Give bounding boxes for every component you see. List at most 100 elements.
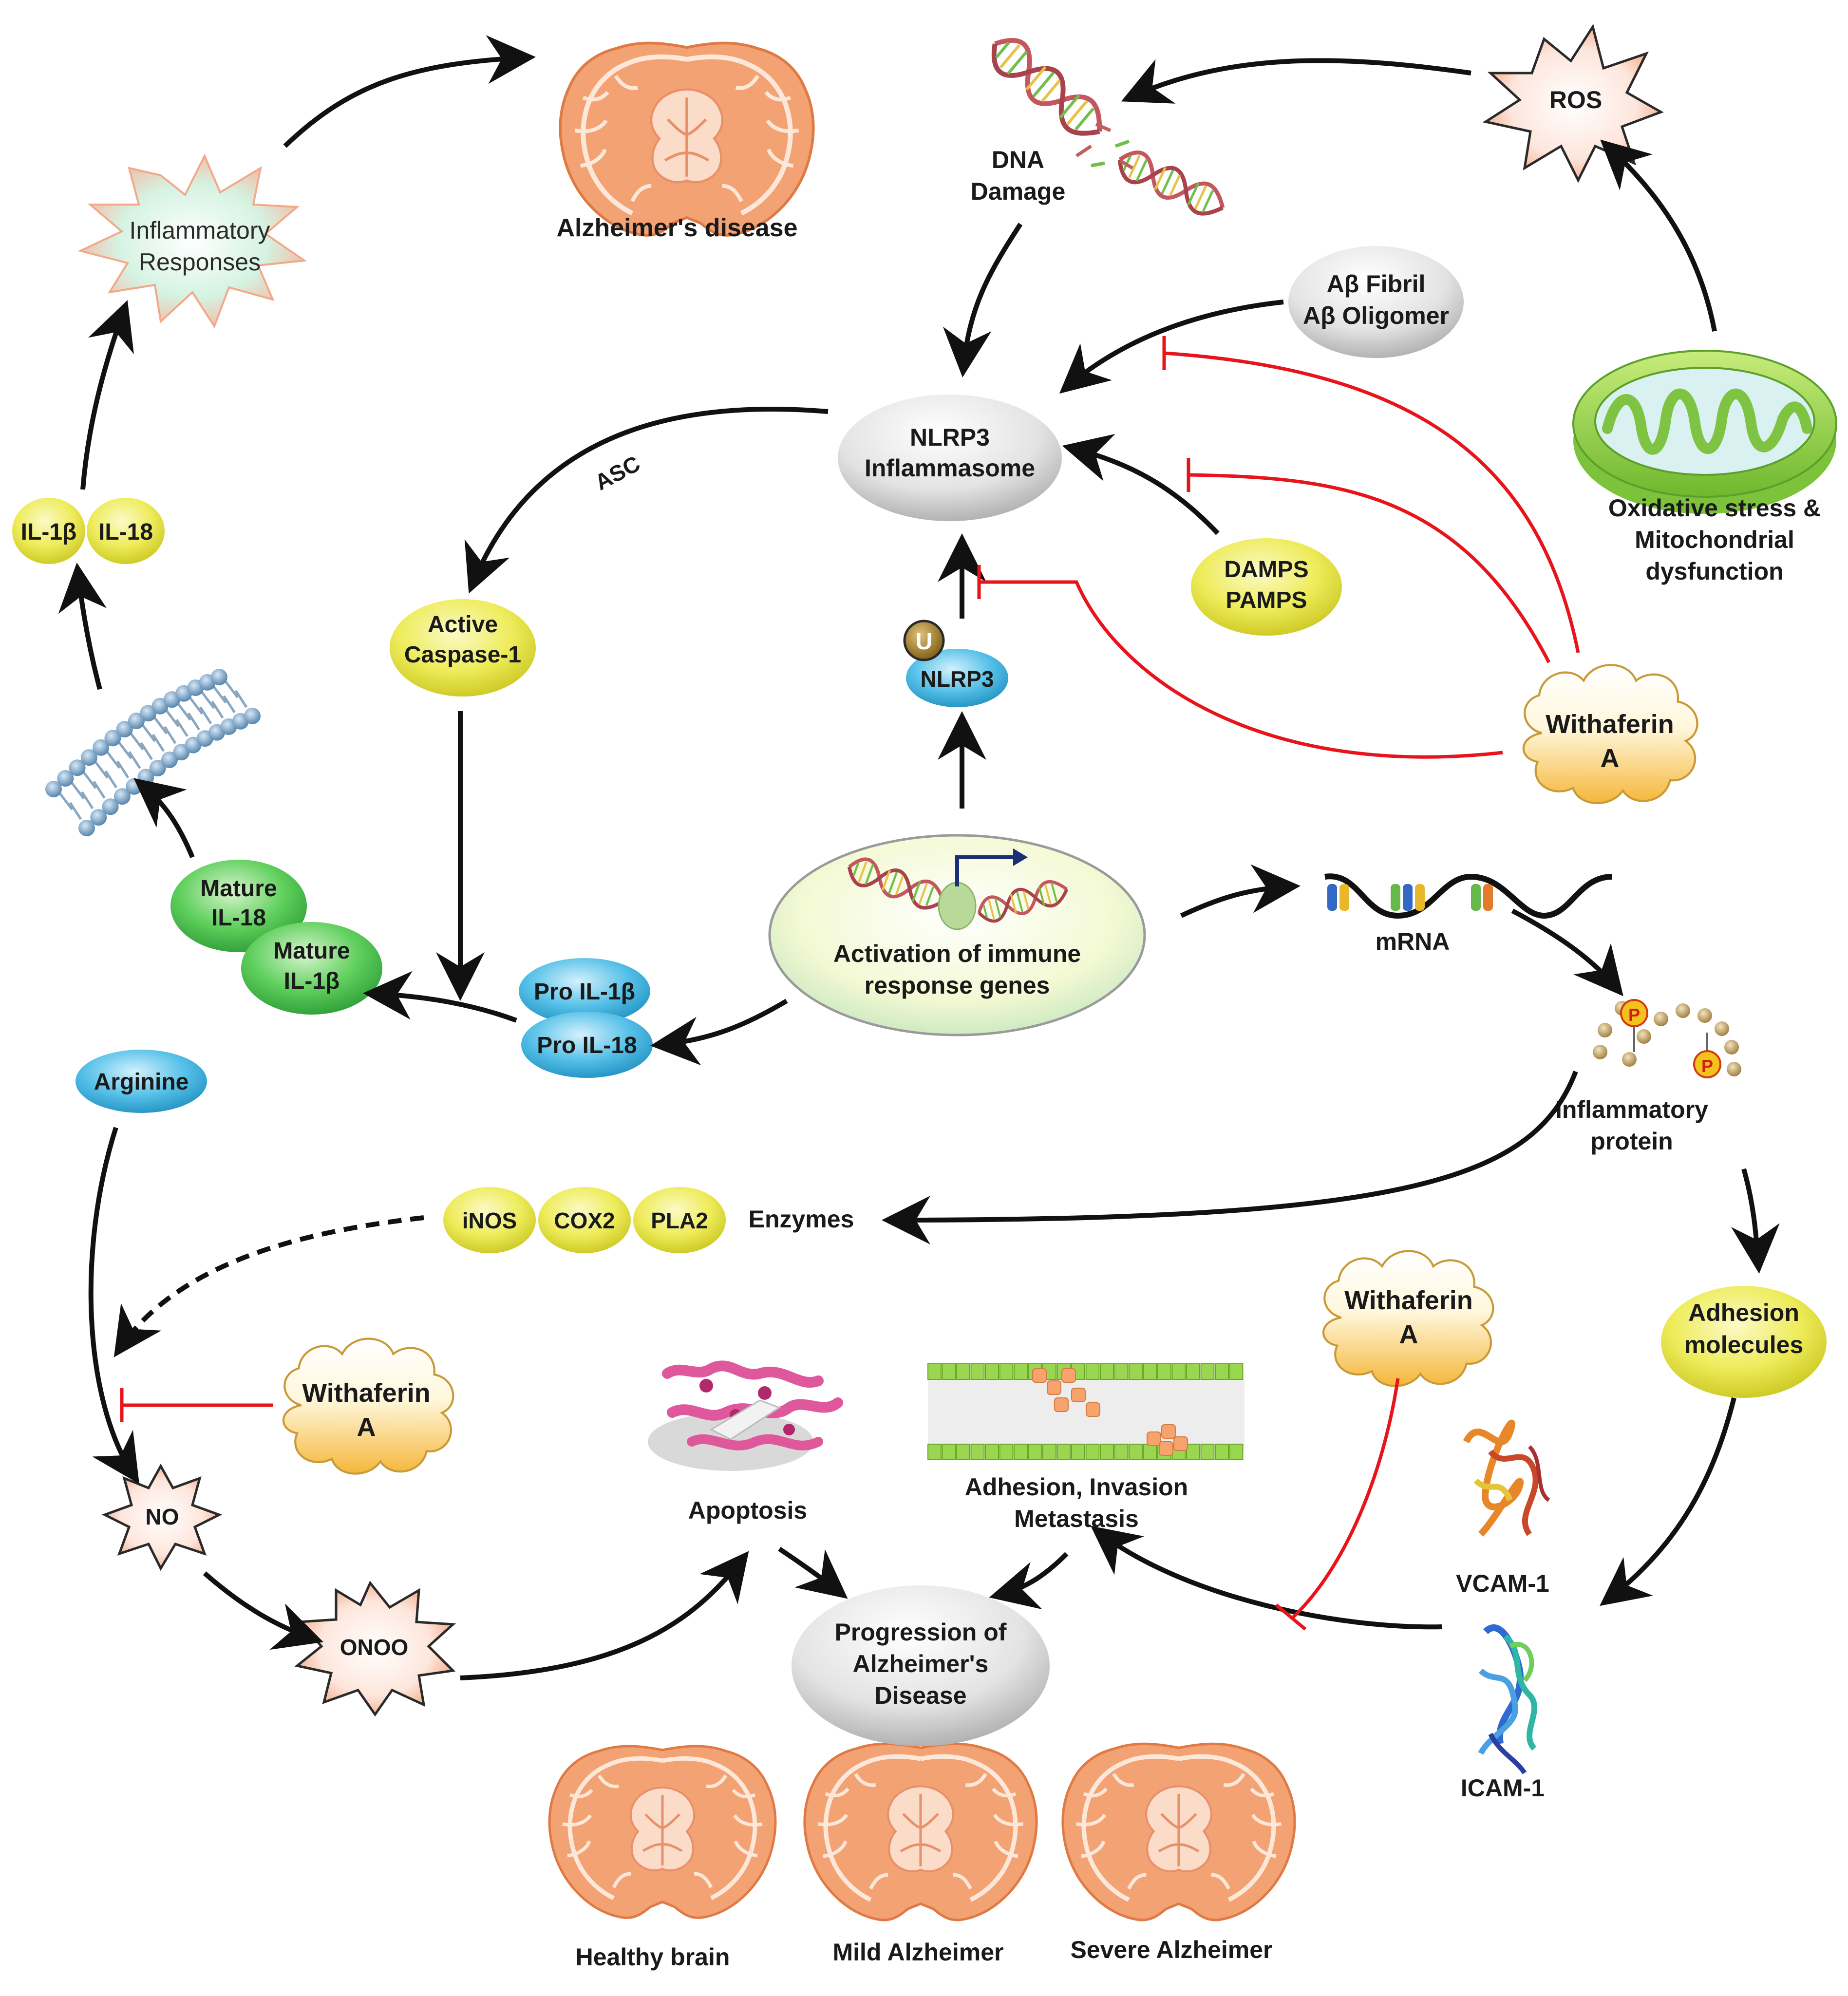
transcription-start-arrow bbox=[955, 855, 1018, 886]
pro-il1b-pill bbox=[519, 958, 650, 1024]
inhibit-bar-invasion bbox=[1275, 1603, 1307, 1631]
activation-line1: Activation of immune bbox=[833, 940, 1081, 967]
nlrp3-inflammasome-line2: Inflammasome bbox=[865, 454, 1035, 482]
inos-label: iNOS bbox=[462, 1208, 517, 1233]
arginine-label: Arginine bbox=[94, 1069, 189, 1095]
arrow-enzymes-to-no-dashed bbox=[113, 1215, 424, 1357]
active-caspase-pill bbox=[390, 599, 536, 697]
cox2-pill bbox=[538, 1187, 631, 1253]
adhesion-invasion-line1: Adhesion, Invasion bbox=[965, 1473, 1188, 1501]
pla2-pill bbox=[633, 1187, 726, 1253]
arrow-ros-to-dna bbox=[1121, 58, 1471, 104]
severe-alzheimer-label: Severe Alzheimer bbox=[1070, 1936, 1272, 1963]
mature-il1b-line1: Mature bbox=[273, 938, 350, 964]
pro-il18-label: Pro IL-18 bbox=[537, 1033, 637, 1058]
active-caspase-line2: Caspase-1 bbox=[404, 642, 521, 668]
inhibit-withaferin-to-abeta bbox=[1164, 351, 1580, 653]
arrow-inflammatory-to-alzheimers bbox=[283, 35, 536, 148]
pro-il1b-label: Pro IL-1β bbox=[534, 979, 635, 1005]
damps-label: DAMPS bbox=[1224, 557, 1308, 583]
transcription-factor-icon bbox=[938, 882, 977, 930]
healthy-brain-label: Healthy brain bbox=[576, 1943, 730, 1971]
dna-damage-icon bbox=[983, 30, 1229, 221]
mature-il1b-line2: IL-1β bbox=[284, 968, 340, 994]
pro-il18-pill bbox=[521, 1012, 653, 1078]
adhesion-molecules-line2: molecules bbox=[1684, 1331, 1804, 1358]
enzymes-label: Enzymes bbox=[749, 1205, 854, 1233]
mature-il1b-pill bbox=[241, 922, 382, 1015]
inflammatory-responses-burst bbox=[77, 153, 307, 329]
progression-line3: Disease bbox=[874, 1682, 966, 1709]
ros-label: ROS bbox=[1549, 86, 1602, 113]
arrow-damps-to-nlrp3 bbox=[1062, 433, 1220, 535]
inflammatory-responses-line2: Responses bbox=[139, 248, 261, 276]
pamps-label: PAMPS bbox=[1226, 587, 1307, 613]
oxidative-stress-line3: dysfunction bbox=[1645, 558, 1783, 585]
asc-label: ASC bbox=[590, 451, 644, 495]
onoo-burst bbox=[294, 1581, 456, 1717]
alzheimers-brain-icon bbox=[560, 43, 813, 235]
withaferin-right-line1: Withaferin bbox=[1344, 1286, 1473, 1315]
arrow-apoptosis-to-progression bbox=[778, 1546, 848, 1599]
arrow-mito-to-ros bbox=[1600, 139, 1717, 332]
inflammatory-protein-line2: protein bbox=[1590, 1128, 1673, 1155]
apoptosis-icon bbox=[648, 1360, 843, 1471]
icam-label: ICAM-1 bbox=[1461, 1774, 1545, 1802]
mild-alzheimer-label: Mild Alzheimer bbox=[833, 1939, 1004, 1966]
inhibit-withaferin-to-invasion bbox=[1292, 1378, 1400, 1619]
mild-alzheimer-brain-icon bbox=[805, 1744, 1037, 1920]
withaferin-top-line1: Withaferin bbox=[1546, 710, 1674, 739]
arrow-no-to-onoo bbox=[203, 1571, 323, 1650]
arrow-protein-to-adhesion bbox=[1731, 1168, 1780, 1274]
mrna-icon bbox=[1324, 873, 1613, 919]
arrow-pro-to-mature bbox=[363, 971, 517, 1023]
mature-il18-line1: Mature bbox=[200, 876, 277, 902]
withaferin-right-line2: A bbox=[1399, 1320, 1418, 1349]
no-label: NO bbox=[146, 1504, 179, 1529]
arrow-adhesion-to-vcam bbox=[1600, 1397, 1736, 1606]
cell-membrane-icon bbox=[45, 668, 261, 836]
arrow-activation-to-mrna bbox=[1180, 864, 1301, 918]
inhibit-withaferin-to-nlrp3 bbox=[979, 580, 1503, 759]
inflammatory-protein-icon: PP bbox=[1593, 999, 1741, 1078]
abeta-oligomer-label: Aβ Oligomer bbox=[1303, 302, 1449, 329]
nlrp3-inflammasome-line1: NLRP3 bbox=[910, 424, 990, 451]
arrow-abeta-to-nlrp3 bbox=[1059, 300, 1284, 394]
arrow-activation-to-pro bbox=[650, 998, 788, 1066]
oxidative-stress-line2: Mitochondrial bbox=[1635, 526, 1794, 553]
apoptosis-label: Apoptosis bbox=[688, 1497, 807, 1524]
adhesion-invasion-line2: Metastasis bbox=[1014, 1505, 1139, 1532]
arginine-pill bbox=[75, 1050, 207, 1113]
pla2-label: PLA2 bbox=[651, 1208, 708, 1233]
withaferin-top-line2: A bbox=[1601, 744, 1620, 773]
inhibit-withaferin-to-damps bbox=[1188, 473, 1551, 663]
il1b-label: IL-1β bbox=[21, 519, 77, 545]
adhesion-molecules-pill bbox=[1661, 1286, 1827, 1398]
cox2-label: COX2 bbox=[554, 1208, 615, 1233]
nlrp3-label: NLRP3 bbox=[921, 666, 994, 692]
arrow-il-to-inflammatory bbox=[80, 300, 134, 490]
nlrp3-inflammasome-ellipse bbox=[838, 395, 1062, 521]
arrow-protein-to-enzymes bbox=[882, 1071, 1578, 1244]
activation-line2: response genes bbox=[865, 972, 1050, 999]
inflammatory-responses-line1: Inflammatory bbox=[130, 217, 270, 244]
alzheimers-disease-label: Alzheimer's disease bbox=[556, 214, 797, 242]
arrow-mrna-to-protein bbox=[1511, 908, 1623, 997]
inos-pill bbox=[443, 1187, 536, 1253]
mature-il18-line2: IL-18 bbox=[211, 905, 266, 931]
abeta-fibril-label: Aβ Fibril bbox=[1327, 270, 1426, 298]
withaferin-left-line1: Withaferin bbox=[302, 1378, 431, 1408]
arrow-dna-to-nlrp3 bbox=[943, 223, 1023, 377]
abeta-ellipse bbox=[1288, 246, 1464, 358]
mitochondria-icon bbox=[1572, 350, 1837, 514]
mature-il18-pill bbox=[170, 860, 307, 952]
progression-line1: Progression of bbox=[835, 1619, 1007, 1646]
dna-damage-line2: Damage bbox=[971, 178, 1066, 205]
arrow-membrane-to-il bbox=[58, 563, 107, 690]
withaferin-left-line2: A bbox=[357, 1412, 376, 1442]
adhesion-molecules-line1: Adhesion bbox=[1688, 1299, 1799, 1326]
severe-alzheimer-brain-icon bbox=[1063, 1744, 1295, 1920]
onoo-label: ONOO bbox=[340, 1635, 409, 1660]
withaferin-right-cloud bbox=[1323, 1251, 1493, 1386]
